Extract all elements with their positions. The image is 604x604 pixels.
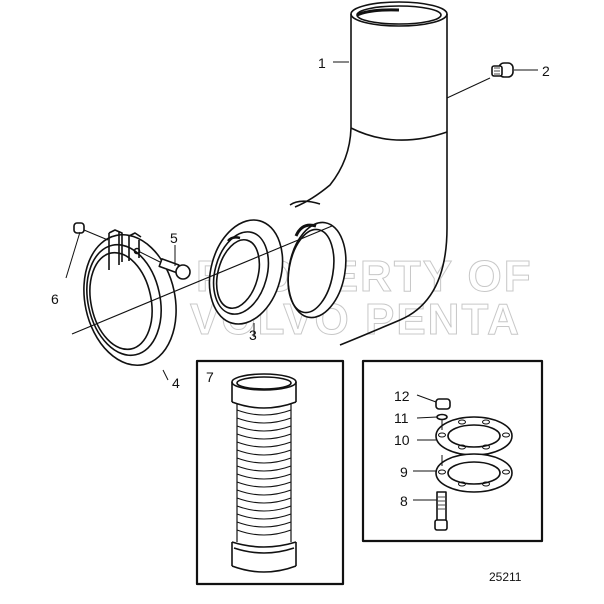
callout-9: 9 — [400, 464, 408, 480]
elbow-pipe — [287, 1, 448, 346]
callout-8: 8 — [400, 493, 408, 509]
callout-12: 12 — [394, 388, 410, 404]
callout-2: 2 — [542, 63, 550, 79]
callout-3: 3 — [249, 327, 257, 343]
callout-5: 5 — [170, 230, 178, 246]
plug — [491, 62, 514, 78]
reference-number: 25211 — [489, 570, 522, 584]
seal-ring — [208, 219, 284, 325]
callout-4: 4 — [172, 375, 180, 391]
callout-11: 11 — [394, 410, 409, 426]
flange-kit — [434, 398, 513, 531]
clamp — [83, 229, 177, 367]
callout-7: 7 — [206, 369, 214, 385]
bellows — [231, 373, 297, 573]
inset-flange-box — [361, 359, 544, 543]
screw — [158, 258, 191, 280]
nut — [73, 222, 85, 234]
inset-bellows-box — [195, 359, 345, 586]
callout-6: 6 — [51, 291, 59, 307]
callout-1: 1 — [318, 55, 326, 71]
callout-10: 10 — [394, 432, 410, 448]
